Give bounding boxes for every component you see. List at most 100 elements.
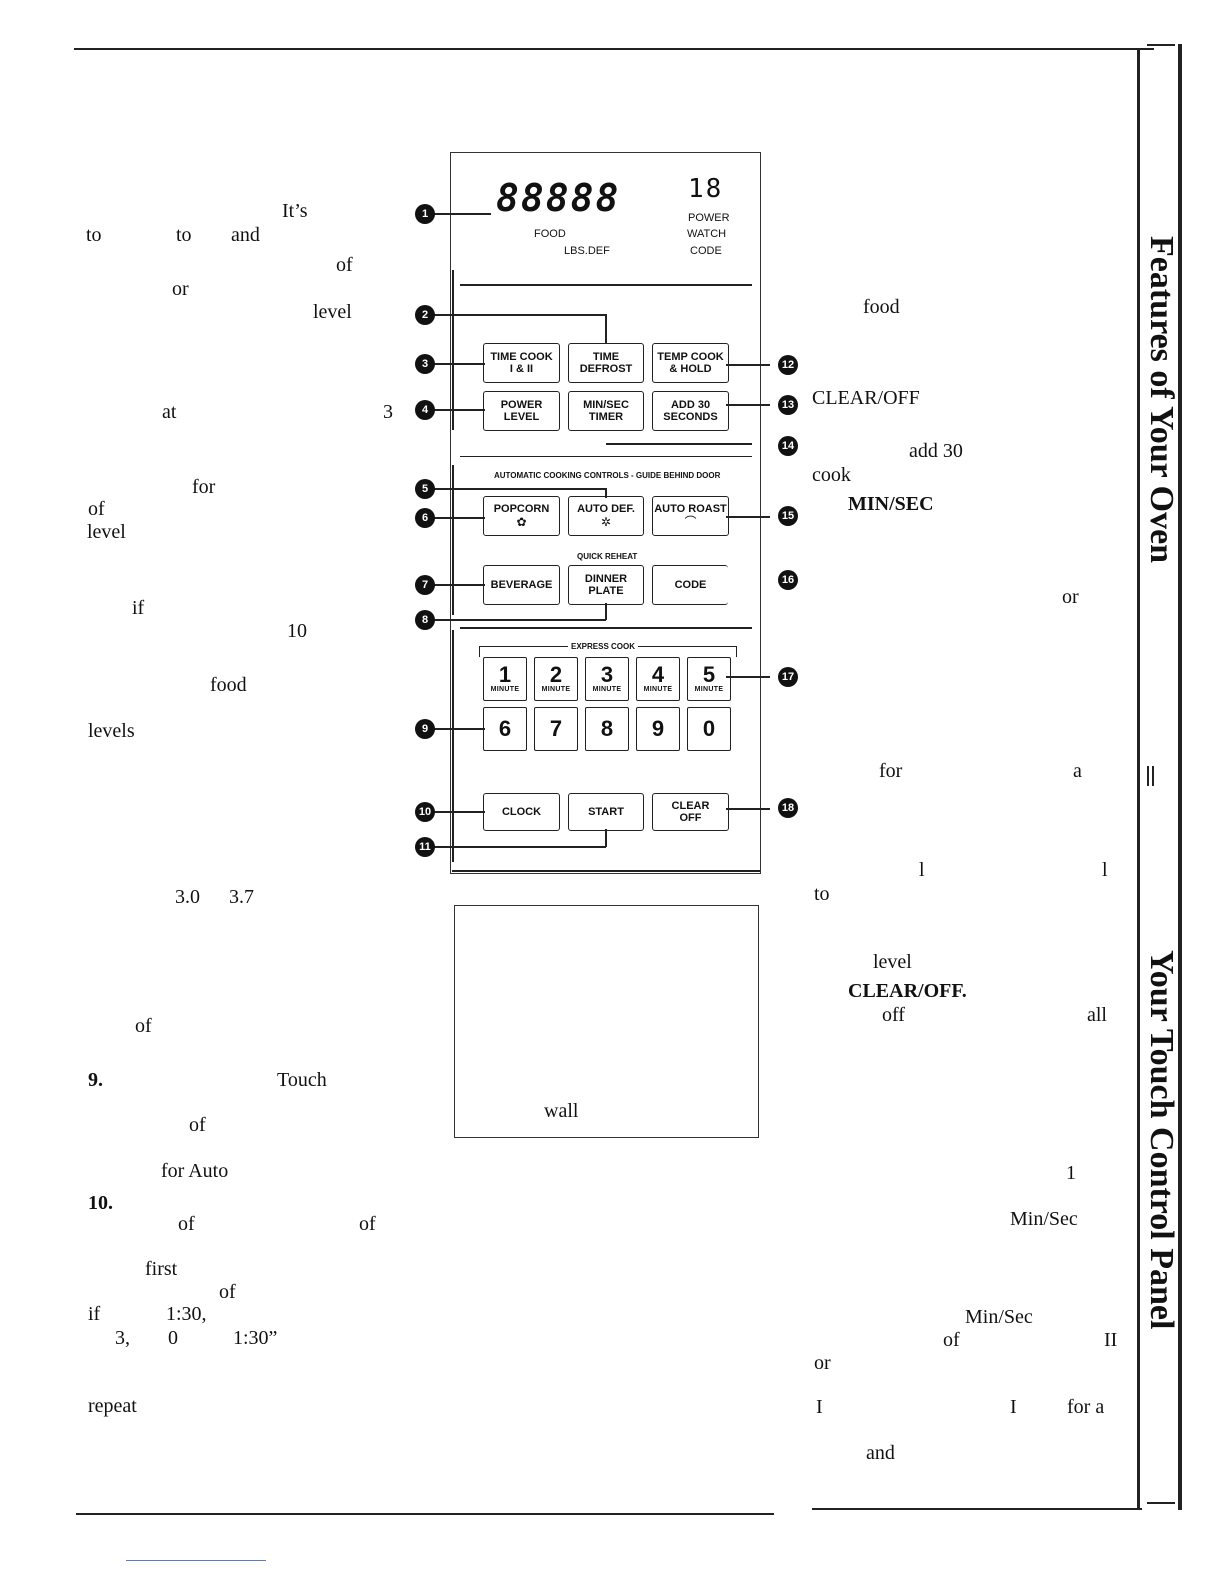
button-label: DEFROST [579,363,633,375]
bottom-rule-right [812,1508,1142,1510]
button-label: TIME [592,351,620,363]
callout-11: 11 [415,837,435,857]
leader-line-7 [433,584,485,586]
text-fragment: l [919,859,925,881]
display-label-lbs-def: LBS.DEF [564,245,610,257]
side-heading-touch-panel: Your Touch Control Panel [1143,950,1180,1330]
auto-defrost-button[interactable]: AUTO DEF.✲ [568,496,644,536]
key-digit: 2 [549,662,563,687]
leader-line-11 [433,846,606,848]
text-fragment: off [882,1004,905,1026]
text-fragment: of [943,1329,960,1351]
callout-3: 3 [415,354,435,374]
control-panel-frame [450,152,761,874]
callout-10: 10 [415,802,435,822]
text-fragment: 3 [383,401,393,423]
auto-roast-button[interactable]: AUTO ROAST⌒ [652,496,729,536]
callout-6: 6 [415,508,435,528]
button-label: CLEAR [671,800,710,812]
text-fragment: to [176,224,192,246]
text-fragment: to [86,224,102,246]
leader-line-6 [433,517,485,519]
text-fragment: MIN/SEC [848,493,934,515]
panel-left-line-3 [452,630,454,862]
text-fragment: for [879,760,903,782]
button-label: OFF [679,812,702,824]
beverage-button[interactable]: BEVERAGE [483,565,560,605]
section-label-quick-reheat: QUICK REHEAT [577,552,638,561]
text-fragment: or [172,278,189,300]
key-digit: 5 [702,662,716,687]
top-rule [74,48,1154,50]
button-label: LEVEL [503,411,540,423]
callout-17: 17 [778,667,798,687]
number-key-8[interactable]: 8 [585,707,629,751]
button-label: CLOCK [501,806,542,818]
side-tick-mid-2 [1152,766,1154,786]
leader-line-9 [433,728,485,730]
text-fragment: of [135,1015,152,1037]
note-text: wall [544,1100,579,1122]
temp-cook-hold-button[interactable]: TEMP COOK& HOLD [652,343,729,383]
key-digit: 8 [600,716,614,741]
display-small-digits: 18 [688,174,724,204]
text-fragment: for Auto [161,1160,229,1182]
text-fragment: 1 [1066,1162,1076,1184]
number-key-9[interactable]: 9 [636,707,680,751]
key-digit: 6 [498,716,512,741]
snowflake-icon: ✲ [600,515,612,529]
leader-line-13 [726,404,770,406]
button-label: MIN/SEC [583,399,629,411]
button-label: AUTO ROAST [654,503,727,515]
callout-7: 7 [415,575,435,595]
button-label: TEMP COOK [657,351,724,363]
text-fragment: 10. [88,1192,113,1214]
text-fragment: CLEAR/OFF. [848,980,967,1002]
clock-button[interactable]: CLOCK [483,793,560,831]
text-fragment: of [178,1213,195,1235]
text-fragment: for a [1067,1396,1105,1418]
button-label: TIME COOK [490,351,553,363]
text-fragment: food [863,296,900,318]
section-label-auto: AUTOMATIC COOKING CONTROLS - GUIDE BEHIN… [494,471,721,480]
button-label: BEVERAGE [490,579,553,591]
text-fragment: level [873,951,912,973]
callout-9: 9 [415,719,435,739]
button-label: ADD 30 [670,399,711,411]
display-label-food: FOOD [534,228,566,240]
panel-divider-3 [460,456,752,457]
key-minute-label: MINUTE [490,686,520,693]
text-fragment: 3.0 [175,886,200,908]
popcorn-button[interactable]: POPCORN✿ [483,496,560,536]
display-label-code: CODE [690,245,722,257]
key-digit: 0 [702,716,716,741]
panel-divider-2 [606,443,752,445]
start-button[interactable]: START [568,793,644,831]
number-key-7[interactable]: 7 [534,707,578,751]
code-button[interactable]: CODE [652,565,728,605]
callout-5: 5 [415,479,435,499]
text-fragment: I [816,1396,823,1418]
number-key-6[interactable]: 6 [483,707,527,751]
leader-line-5 [433,488,606,490]
button-label: START [588,806,624,818]
display-divider [460,284,752,286]
key-minute-label: MINUTE [694,686,724,693]
text-fragment: if [132,597,145,619]
leader-line-2-drop [605,314,607,344]
number-key-0[interactable]: 0 [687,707,731,751]
button-label: POWER [500,399,543,411]
text-fragment: II [1104,1329,1118,1351]
